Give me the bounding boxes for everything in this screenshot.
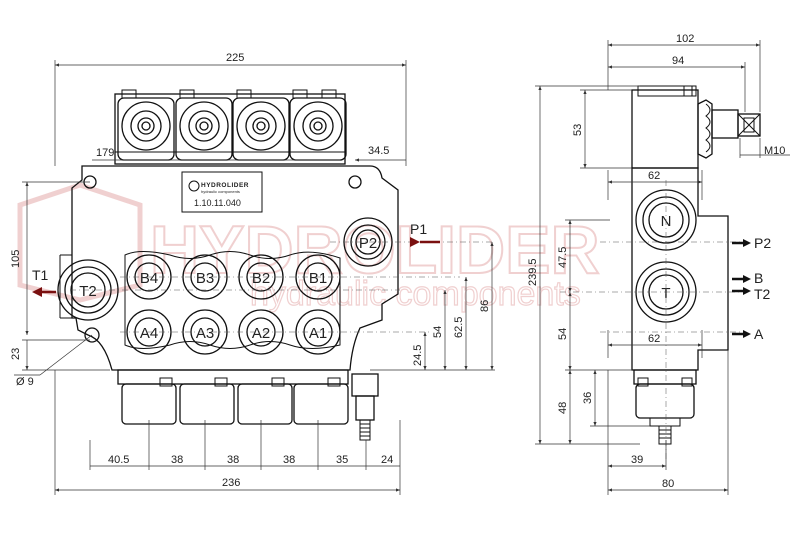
dim-62-bottom: 62	[648, 333, 660, 345]
dim-54: 54	[432, 326, 444, 338]
dim-94: 94	[672, 55, 684, 67]
bottom-caps	[117, 369, 349, 425]
dim-62-5: 62.5	[453, 317, 465, 338]
dim-225: 225	[226, 52, 244, 64]
dim-pitch-35: 35	[336, 454, 348, 466]
side-top-cap	[631, 85, 761, 169]
nameplate: HYDROLIDER hydraulic components 1.10.11.…	[181, 171, 263, 213]
dim-179: 179	[96, 147, 114, 159]
side-view: N T P2 B T2	[527, 33, 790, 495]
side-label-a: A	[754, 326, 764, 342]
dim-23: 23	[10, 348, 22, 360]
watermark-brand: HYDROLIDER	[150, 212, 600, 288]
dim-pitch-38-b: 38	[227, 454, 239, 466]
dim-53: 53	[572, 124, 584, 136]
dim-36: 36	[582, 392, 594, 404]
dim-pitch-24: 24	[381, 454, 393, 466]
port-a2: A2	[252, 325, 270, 342]
dim-hole-dia: Ø 9	[16, 376, 34, 388]
side-label-t2: T2	[754, 286, 771, 302]
front-view: HYDROLIDER hydraulic components 1.10.11.…	[10, 52, 495, 495]
cap-1	[117, 97, 175, 161]
mount-hole-bottom-left	[84, 327, 100, 343]
mount-hole-top-right	[348, 175, 362, 189]
cap-2	[175, 97, 233, 161]
side-dimensions: 102 94 53 M10 62 62 239.5	[527, 33, 790, 495]
flow-arrows-side: P2 B T2 A	[732, 235, 771, 342]
port-b3: B3	[196, 270, 214, 287]
port-t2-label: T2	[79, 283, 97, 300]
dim-239-5: 239.5	[527, 258, 539, 286]
relief-valve	[351, 373, 379, 441]
dim-34-5: 34.5	[368, 145, 389, 157]
flow-arrows-front: P1 T1	[32, 221, 440, 297]
dim-39: 39	[631, 454, 643, 466]
port-b1: B1	[309, 270, 327, 287]
port-p2-label: P2	[359, 235, 377, 252]
side-label-b: B	[754, 270, 763, 286]
dim-pitch-38-c: 38	[283, 454, 295, 466]
side-bottom-cap	[633, 369, 697, 445]
dim-side-54: 54	[557, 328, 569, 340]
port-b4: B4	[140, 270, 158, 287]
cap-3	[232, 97, 290, 161]
dim-pitch-40-5: 40.5	[108, 454, 129, 466]
label-t1: T1	[32, 267, 49, 283]
dim-47-5: 47.5	[557, 247, 569, 268]
nameplate-code: 1.10.11.040	[194, 198, 241, 208]
dim-24-5: 24.5	[412, 345, 424, 366]
dim-62-top: 62	[648, 170, 660, 182]
port-a3: A3	[196, 325, 214, 342]
dim-80: 80	[662, 478, 674, 490]
nameplate-brand: HYDROLIDER	[201, 182, 249, 189]
port-b2: B2	[252, 270, 270, 287]
dim-pitch-38-a: 38	[171, 454, 183, 466]
dim-236: 236	[222, 477, 240, 489]
front-dimensions: 225 179 34.5 105 23 Ø 9 24.5 54 62.5 86	[10, 52, 495, 495]
cap-4	[289, 97, 347, 161]
side-label-p2: P2	[754, 235, 771, 251]
dim-m10: M10	[764, 145, 785, 157]
dim-48: 48	[557, 402, 569, 414]
dim-86: 86	[479, 300, 491, 312]
nameplate-subtitle: hydraulic components	[201, 189, 240, 194]
dim-102: 102	[676, 33, 694, 45]
label-p1: P1	[410, 221, 427, 237]
port-a4: A4	[140, 325, 158, 342]
dim-105: 105	[10, 250, 22, 268]
top-caps	[114, 89, 347, 165]
valve-body	[71, 165, 399, 371]
port-a1: A1	[309, 325, 327, 342]
watermark: HYDROLIDER hydraulic components	[17, 182, 601, 314]
